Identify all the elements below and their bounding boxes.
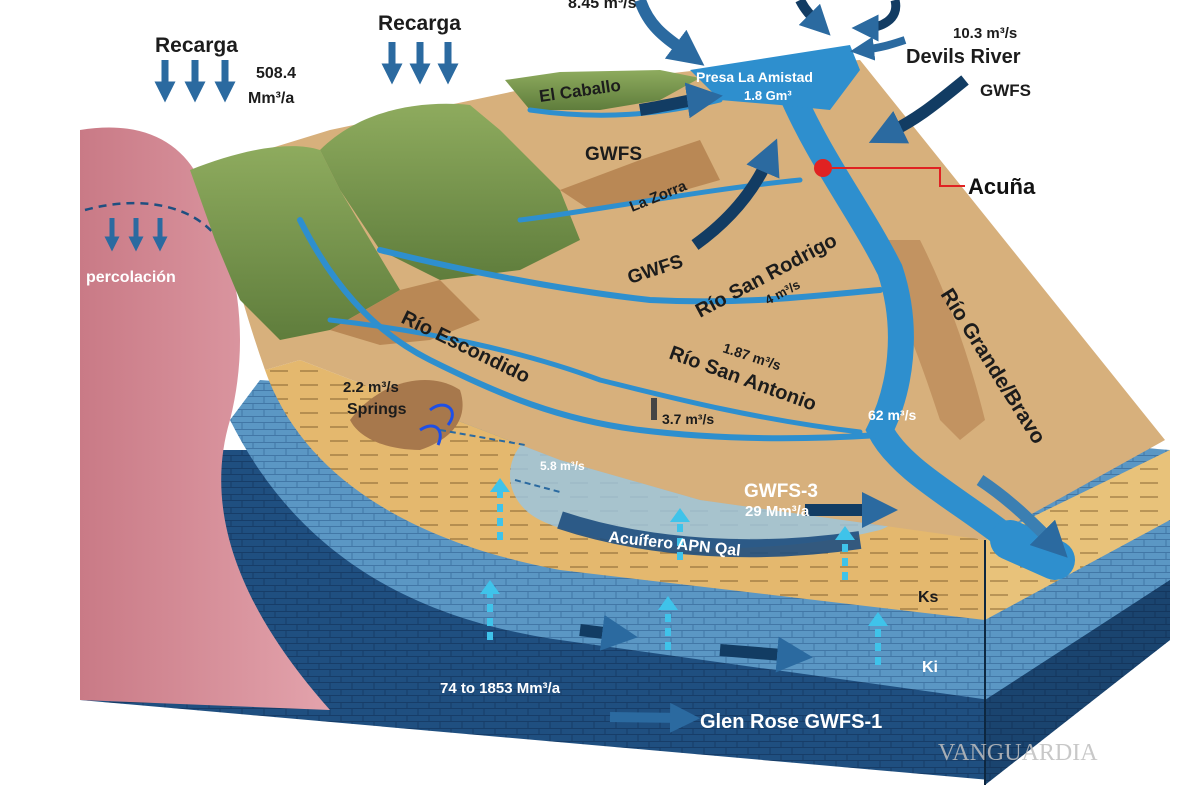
- dam-name-label: Presa La Amistad: [696, 69, 813, 85]
- gwfs-right-label: GWFS: [980, 81, 1031, 100]
- vanguardia-watermark: VANGUARDIA: [938, 740, 1098, 766]
- gwfs-top-label: GWFS: [585, 144, 642, 165]
- spring-outflow: 5.8 m³/s: [540, 459, 585, 473]
- top-flow-value: 8.45 m³/s: [568, 0, 637, 12]
- acuna-marker: [814, 159, 832, 177]
- recharge-value: 508.4: [256, 65, 296, 82]
- recarga-left-label: Recarga: [155, 34, 238, 57]
- escondido-gauge-flow: 3.7 m³/s: [662, 411, 714, 427]
- rio-grande-flow: 62 m³/s: [868, 407, 916, 423]
- devils-river-name: Devils River: [906, 46, 1021, 68]
- glen-rose-range: 74 to 1853 Mm³/a: [440, 680, 561, 697]
- ks-label: Ks: [918, 589, 939, 606]
- gwfs3-label: GWFS-3: [744, 481, 818, 502]
- presa-la-amistad: [690, 45, 860, 110]
- acuna-leader-line: [832, 167, 965, 187]
- springs-label: Springs: [347, 401, 407, 418]
- dam-volume-label: 1.8 Gm³: [744, 88, 792, 103]
- ki-label: Ki: [922, 659, 938, 676]
- rio-san-rodrigo-channel: [377, 247, 883, 305]
- devils-river-flow: 10.3 m³/s: [953, 25, 1017, 42]
- aquifer-outline: [557, 511, 862, 558]
- escondido-gauge: [651, 398, 657, 420]
- pink-igneous-body: [80, 127, 330, 710]
- rio-escondido-channel: [297, 217, 883, 442]
- acuna-label: Acuña: [968, 174, 1036, 199]
- glen-rose-label: Glen Rose GWFS-1: [700, 711, 882, 733]
- recharge-unit: Mm³/a: [248, 90, 294, 107]
- el-caballo-mesa: [505, 70, 700, 110]
- recarga-right-label: Recarga: [378, 12, 461, 35]
- springs-flow: 2.2 m³/s: [343, 379, 399, 396]
- flow-arrows: [104, 0, 1068, 733]
- rio-grande-channel: [777, 77, 1023, 553]
- gwfs3-value: 29 Mm³/a: [745, 503, 810, 520]
- percolation-dashed-line: [84, 201, 216, 236]
- rio-san-antonio-channel: [327, 317, 863, 435]
- percolation-label: percolación: [86, 269, 176, 286]
